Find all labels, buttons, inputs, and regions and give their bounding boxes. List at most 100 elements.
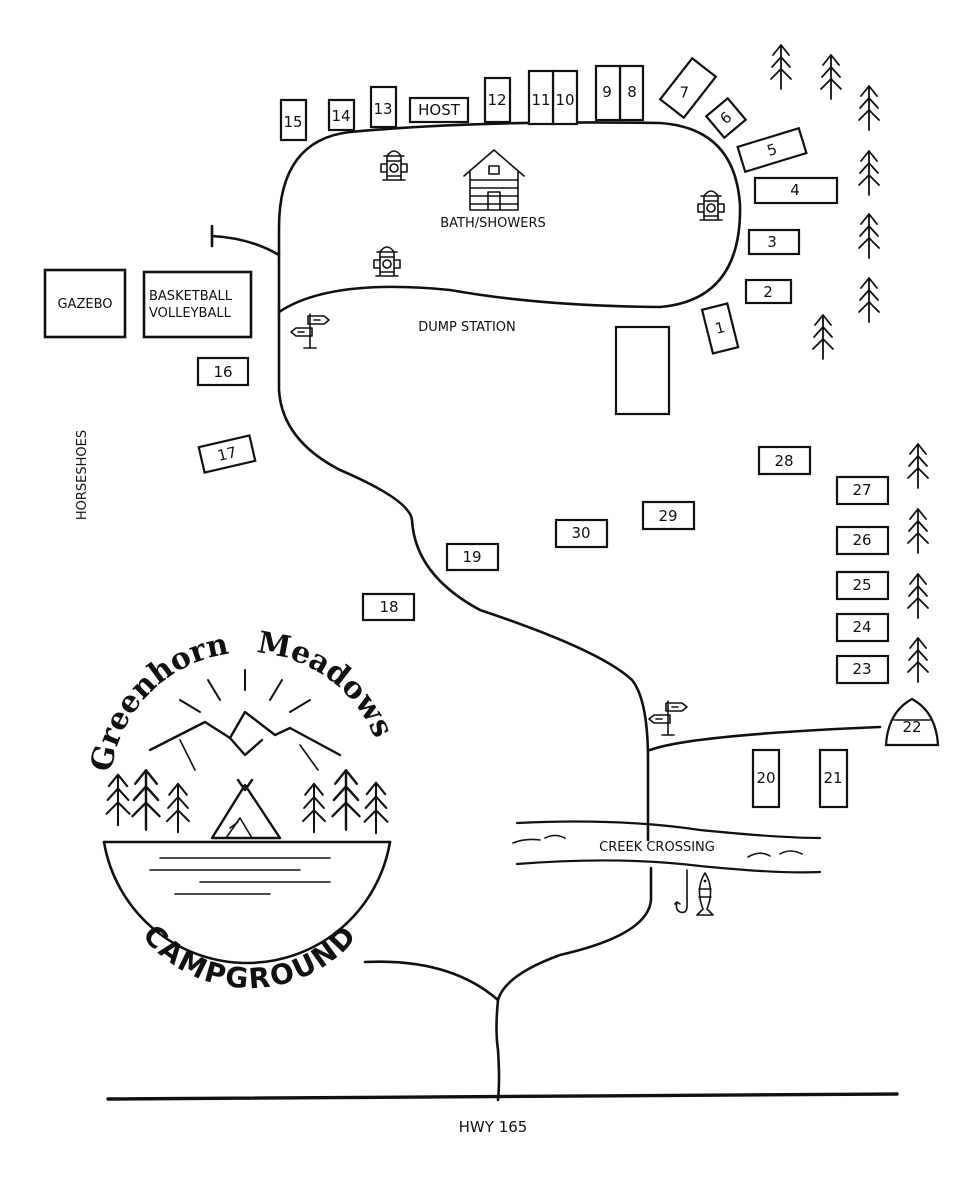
campsite-8[interactable]: 8 [618, 64, 645, 122]
svg-text:10: 10 [555, 91, 574, 109]
fire-hydrant-icon [380, 150, 408, 181]
campsite-23[interactable]: 23 [835, 654, 890, 685]
svg-text:7: 7 [680, 84, 690, 102]
campsite-25[interactable]: 25 [835, 570, 890, 601]
campsite-4[interactable]: 4 [753, 176, 839, 205]
campsite-28[interactable]: 28 [757, 445, 812, 476]
host-site[interactable]: HOST [408, 96, 470, 124]
svg-text:1: 1 [713, 318, 727, 338]
campsite-29[interactable]: 29 [641, 500, 696, 531]
west-spur-road [363, 960, 500, 1002]
pine-tree-icon [820, 54, 842, 100]
pine-tree-icon [907, 508, 929, 554]
logo-name-part1: Greenhorn [84, 627, 231, 775]
fishing-hook-icon [674, 869, 688, 914]
svg-text:17: 17 [216, 443, 239, 465]
svg-text:4: 4 [790, 181, 800, 199]
svg-text:9: 9 [602, 83, 612, 101]
svg-text:2: 2 [763, 283, 773, 301]
campsite-9[interactable]: 9 [594, 64, 622, 122]
gazebo-spur-road [210, 224, 281, 257]
campsite-12[interactable]: 12 [483, 76, 512, 124]
campsite-1[interactable]: 1 [700, 302, 740, 355]
svg-text:30: 30 [571, 524, 590, 542]
fire-hydrant-icon [373, 246, 401, 277]
tent-icon [210, 778, 282, 840]
svg-text:11: 11 [531, 91, 550, 109]
svg-text:20: 20 [756, 769, 775, 787]
campsite-22[interactable]: 22 [884, 697, 940, 747]
roads [106, 121, 899, 1102]
svg-text:8: 8 [627, 83, 637, 101]
pine-tree-icon [858, 277, 880, 323]
entrance-road [495, 866, 653, 1102]
courts-label-line1: BASKETBALL [149, 289, 233, 304]
campsite-10[interactable]: 10 [551, 69, 579, 126]
pine-tree-icon [770, 44, 792, 90]
svg-text:21: 21 [823, 769, 842, 787]
campsite-6[interactable]: 6 [704, 96, 748, 140]
dump-station-label: DUMP STATION [418, 320, 516, 335]
pine-tree-icon [907, 637, 929, 683]
log-cabin-icon[interactable] [463, 149, 525, 211]
svg-text:18: 18 [379, 598, 398, 616]
campsite-17[interactable]: 17 [197, 434, 257, 474]
logo-name-part2: Meadows [255, 625, 400, 742]
campsite-2[interactable]: 2 [744, 278, 793, 305]
basketball-volleyball-court[interactable]: BASKETBALL VOLLEYBALL [142, 270, 253, 339]
svg-text:13: 13 [373, 100, 392, 118]
main-loop-road [277, 121, 742, 314]
svg-text:22: 22 [902, 718, 921, 736]
svg-text:3: 3 [767, 233, 777, 251]
campsite-15[interactable]: 15 [279, 98, 308, 142]
campsite-21[interactable]: 21 [818, 748, 849, 809]
logo-campground: CAMPGROUND [136, 918, 363, 995]
fire-hydrant-icon [697, 190, 725, 221]
campsites: 1 2 3 4 5 6 7 8 9 10 11 12 HOST 13 14 15… [196, 56, 940, 809]
pine-tree-icon [907, 573, 929, 619]
svg-text:29: 29 [658, 507, 677, 525]
campsite-18[interactable]: 18 [361, 592, 416, 622]
east-spur-road [648, 725, 882, 752]
highway-label: HWY 165 [459, 1118, 528, 1136]
svg-text:19: 19 [462, 548, 481, 566]
gazebo-label: GAZEBO [57, 297, 112, 312]
campsite-5[interactable]: 5 [736, 126, 808, 174]
campsite-24[interactable]: 24 [835, 612, 890, 643]
horseshoes-label: HORSESHOES [75, 430, 90, 520]
campsite-26[interactable]: 26 [835, 525, 890, 556]
pine-tree-icon [907, 443, 929, 489]
campsite-20[interactable]: 20 [751, 748, 781, 809]
creek-crossing-label: CREEK CROSSING [599, 840, 715, 855]
pine-tree-icon [812, 314, 834, 360]
svg-text:15: 15 [283, 113, 302, 131]
svg-text:12: 12 [487, 91, 506, 109]
svg-text:27: 27 [852, 481, 871, 499]
svg-text:25: 25 [852, 576, 871, 594]
highway [106, 1092, 899, 1101]
campsite-11[interactable]: 11 [527, 69, 555, 126]
campsite-16[interactable]: 16 [196, 356, 250, 387]
svg-text:24: 24 [852, 618, 871, 636]
campsite-19[interactable]: 19 [445, 542, 500, 572]
svg-text:26: 26 [852, 531, 871, 549]
fish-icon [696, 872, 714, 916]
campsite-14[interactable]: 14 [327, 98, 356, 132]
courts-label-line2: VOLLEYBALL [149, 306, 232, 321]
campsite-13[interactable]: 13 [369, 85, 398, 129]
gazebo[interactable]: GAZEBO [43, 268, 127, 339]
campsite-7[interactable]: 7 [658, 56, 718, 120]
svg-text:16: 16 [213, 363, 232, 381]
pine-tree-icon [858, 150, 880, 196]
svg-text:23: 23 [852, 660, 871, 678]
campsite-27[interactable]: 27 [835, 475, 890, 506]
svg-text:28: 28 [774, 452, 793, 470]
svg-text:14: 14 [331, 107, 350, 125]
signpost-icon [290, 313, 330, 349]
campground-logo: Greenhorn Meadows CAMPGROUND [84, 625, 400, 995]
dump-station-pad[interactable] [614, 325, 671, 416]
bath-showers-label: BATH/SHOWERS [440, 216, 546, 231]
campsite-30[interactable]: 30 [554, 518, 609, 549]
campsite-3[interactable]: 3 [747, 228, 801, 256]
